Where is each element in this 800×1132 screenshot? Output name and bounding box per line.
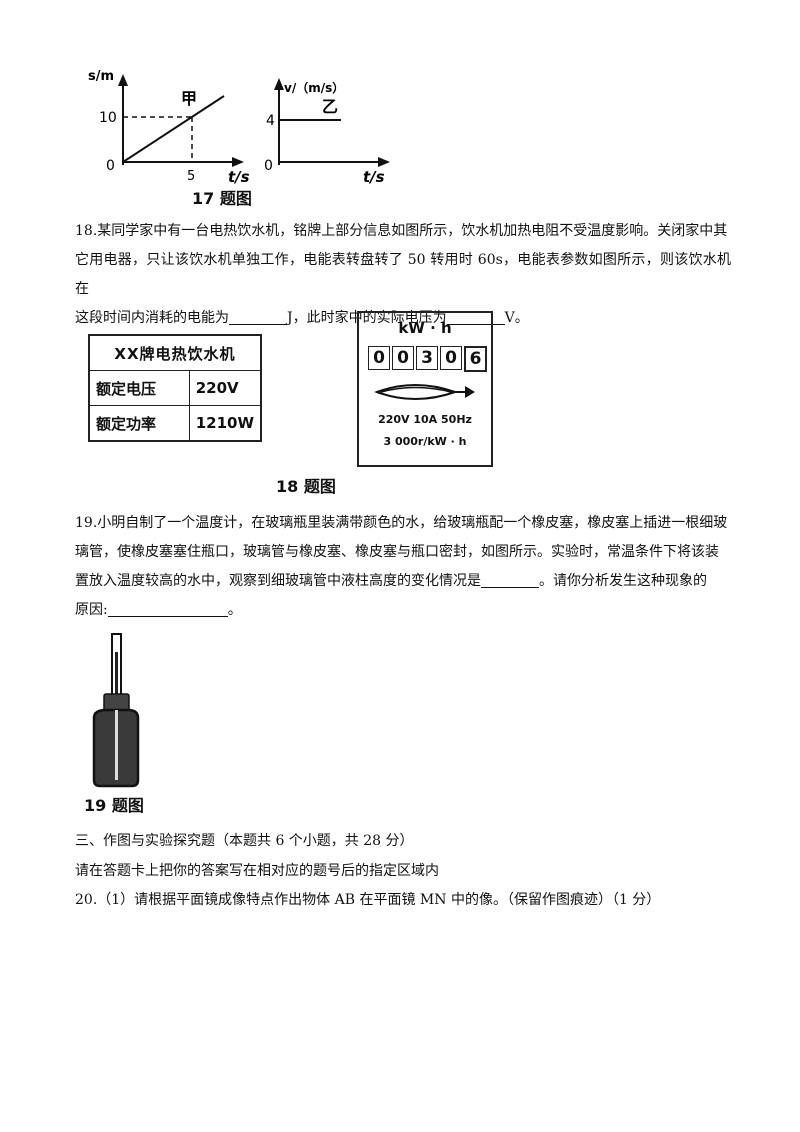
- q18-line1: 18.某同学家中有一台电热饮水机，铭牌上部分信息如图所示，饮水机加热电阻不受温度…: [75, 223, 728, 239]
- q19-line4b: 。: [227, 602, 242, 618]
- thermometer-bottle-diagram: [92, 633, 140, 788]
- meter-spec-constant: 3 000r/kW · h: [383, 435, 467, 448]
- q18-line2: 它用电器，只让该饮水机单独工作，电能表转盘转了 50 转用时 60s，电能表参数…: [75, 252, 731, 297]
- nameplate-value: 1210W: [188, 405, 262, 442]
- meter-digit: 3: [416, 346, 438, 370]
- nameplate-table: XX牌电热饮水机 额定电压 220V 额定功率 1210W: [88, 334, 262, 442]
- meter-digit: 0: [440, 346, 462, 370]
- q18-text: 18.某同学家中有一台电热饮水机，铭牌上部分信息如图所示，饮水机加热电阻不受温度…: [75, 217, 731, 333]
- meter-unit: kW · h: [398, 319, 452, 337]
- section3-note: 请在答题卡上把你的答案写在相对应的题号后的指定区域内: [75, 863, 439, 879]
- section3-title: 三、作图与实验探究题（本题共 6 个小题，共 28 分）: [75, 833, 414, 849]
- ytick: 4: [266, 113, 275, 129]
- x-axis-arrow-icon: [232, 157, 244, 167]
- graph-right: v/（m/s） t/s 0 4 乙: [264, 78, 390, 186]
- series-label: 甲: [181, 89, 197, 108]
- q18-line3b: J，此时家中的实际电压为: [287, 310, 447, 326]
- xlabel: t/s: [228, 168, 250, 186]
- answer-blank-energy[interactable]: [229, 308, 287, 325]
- graph-left: s/m t/s 0 10 5 甲: [88, 69, 250, 186]
- q19-line2: 璃管，使橡皮塞塞住瓶口，玻璃管与橡皮塞、橡皮塞与瓶口密封，如图所示。实验时，常温…: [75, 544, 719, 560]
- meter-digit: 6: [464, 346, 487, 372]
- q20-text: 20.（1）请根据平面镜成像特点作出物体 AB 在平面镜 MN 中的像。（保留作…: [75, 892, 661, 908]
- origin-label: 0: [106, 158, 115, 174]
- ylabel: s/m: [88, 69, 114, 84]
- series-label: 乙: [322, 97, 338, 116]
- q18-line3a: 这段时间内消耗的电能为: [75, 310, 229, 326]
- q18-line3c: V。: [504, 310, 529, 326]
- nameplate-label: 额定功率: [88, 405, 190, 442]
- ylabel: v/（m/s）: [284, 80, 344, 95]
- q19-text: 19.小明自制了一个温度计，在玻璃瓶里装满带颜色的水，给玻璃瓶配一个橡皮塞，橡皮…: [75, 509, 731, 625]
- line-jia: [122, 95, 225, 163]
- xlabel: t/s: [363, 168, 385, 186]
- electric-meter: kW · h 0 0 3 0 6 220V 10A 50Hz 3 000r/kW…: [357, 311, 493, 467]
- table-row: 额定电压 220V: [88, 370, 262, 406]
- meter-spec-rating: 220V 10A 50Hz: [378, 413, 472, 426]
- ytick: 10: [99, 110, 117, 126]
- nameplate-title: XX牌电热饮水机: [88, 334, 262, 371]
- q19-line4a: 原因:: [75, 602, 108, 618]
- nameplate-value: 220V: [188, 370, 262, 406]
- q19-line3b: 。请你分析发生这种现象的: [539, 573, 707, 589]
- meter-digit: 0: [368, 346, 390, 370]
- x-axis-arrow-icon: [378, 157, 390, 167]
- meter-digit: 0: [392, 346, 414, 370]
- y-axis-arrow-icon: [118, 74, 128, 86]
- q17-graphs: s/m t/s 0 10 5 甲 v/（m/s） t/s 0 4 乙: [88, 69, 390, 186]
- meter-disc-arrow-icon: [374, 384, 475, 400]
- q19-line1: 19.小明自制了一个温度计，在玻璃瓶里装满带颜色的水，给玻璃瓶配一个橡皮塞，橡皮…: [75, 515, 728, 531]
- q19-line3a: 置放入温度较高的水中，观察到细玻璃管中液柱高度的变化情况是: [75, 573, 481, 589]
- xtick: 5: [187, 169, 195, 184]
- answer-blank-change[interactable]: [481, 571, 539, 588]
- q18-caption: 18 题图: [276, 477, 336, 496]
- answer-blank-voltage[interactable]: [446, 308, 505, 325]
- origin-label: 0: [264, 158, 273, 174]
- answer-blank-reason[interactable]: [107, 600, 228, 617]
- table-row: 额定功率 1210W: [88, 405, 262, 442]
- q17-caption: 17 题图: [192, 189, 252, 208]
- y-axis-arrow-icon: [274, 78, 284, 90]
- nameplate-label: 额定电压: [88, 370, 190, 406]
- meter-digits: 0 0 3 0 6: [368, 346, 489, 372]
- q19-caption: 19 题图: [84, 796, 144, 815]
